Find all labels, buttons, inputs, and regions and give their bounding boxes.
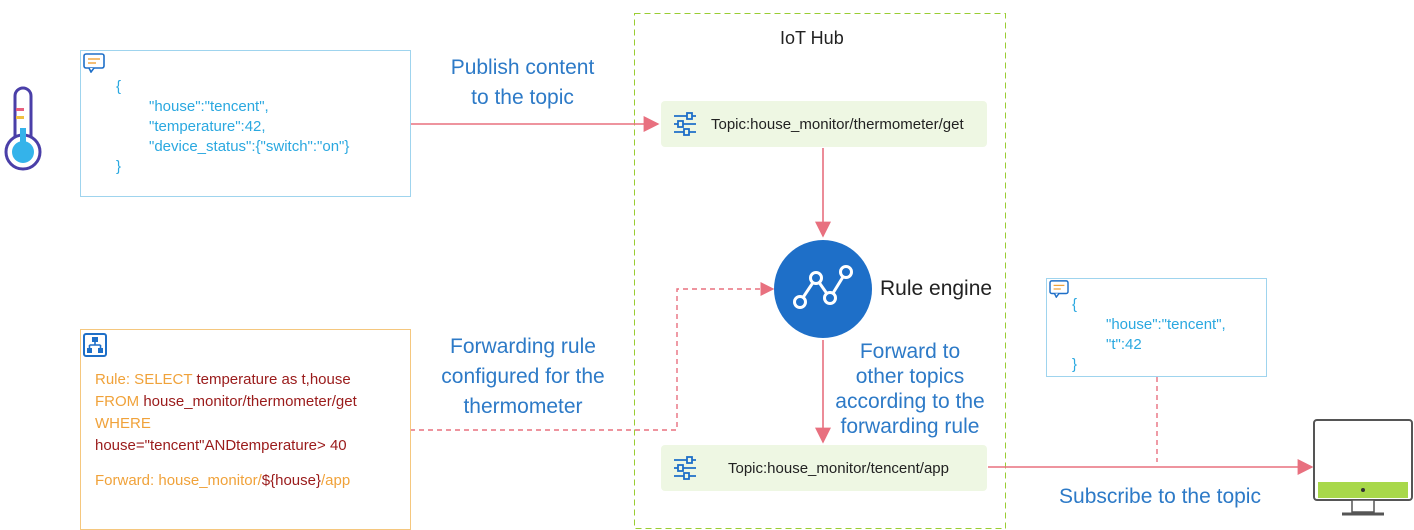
payload-line: "device_status":{"switch":"on"} bbox=[149, 138, 350, 155]
payload-line: } bbox=[116, 158, 122, 175]
topic-get-text: Topic:house_monitor/thermometer/get bbox=[711, 116, 964, 133]
rule-engine-icon bbox=[774, 240, 872, 338]
rule-config-arrow bbox=[410, 282, 775, 431]
rule-line-2: FROM house_monitor/thermometer/get bbox=[95, 391, 357, 413]
device-payload-box: { "house":"tencent", "temperature":42, "… bbox=[80, 50, 411, 197]
rule-value: house_monitor/thermometer/get bbox=[143, 393, 357, 410]
rule-keyword: FROM bbox=[95, 393, 144, 410]
message-icon bbox=[1049, 280, 1069, 298]
payload-line: "house":"tencent", bbox=[149, 98, 269, 115]
rule-value: temperature as t,house bbox=[196, 371, 351, 388]
publish-label: Publish content to the topic bbox=[450, 56, 595, 109]
iot-hub-title: IoT Hub bbox=[780, 28, 844, 48]
message-icon bbox=[83, 53, 105, 73]
subscribe-label: Subscribe to the topic bbox=[1059, 485, 1261, 508]
rule-line-3: WHERE bbox=[95, 415, 151, 432]
rule-line-1: Rule: SELECT temperature as t,house bbox=[95, 369, 351, 391]
topic-app: Topic:house_monitor/tencent/app bbox=[661, 445, 987, 491]
monitor-icon bbox=[1313, 419, 1413, 516]
rule-label: Forwarding rule configured for the therm… bbox=[441, 335, 605, 418]
rule-value: ${house} bbox=[261, 472, 321, 489]
rule-keyword: Forward: house_monitor/ bbox=[95, 472, 262, 489]
hierarchy-icon bbox=[83, 333, 107, 357]
rule-keyword: Rule: SELECT bbox=[95, 371, 197, 388]
rule-keyword: /app bbox=[320, 472, 351, 489]
rule-config-box: Rule: SELECT temperature as t,house FROM… bbox=[80, 329, 411, 530]
rule-line-5: Forward: house_monitor/${house}/app bbox=[95, 470, 350, 492]
topic-get: Topic:house_monitor/thermometer/get bbox=[661, 101, 987, 147]
iot-hub-container bbox=[634, 13, 1006, 529]
payload-line: "temperature":42, bbox=[149, 118, 266, 135]
output-line: "house":"tencent", bbox=[1106, 316, 1226, 333]
payload-line: { bbox=[116, 78, 122, 95]
thermometer-icon bbox=[4, 86, 42, 171]
output-payload-box: { "house":"tencent", "t":42 } bbox=[1046, 278, 1267, 377]
topic-app-text: Topic:house_monitor/tencent/app bbox=[728, 460, 949, 477]
sliders-icon bbox=[674, 456, 696, 480]
sliders-icon bbox=[674, 112, 696, 136]
forward-label: Forward to other topics according to the… bbox=[835, 340, 985, 438]
output-line: "t":42 bbox=[1106, 336, 1142, 353]
output-line: } bbox=[1072, 356, 1078, 373]
output-line: { bbox=[1072, 296, 1078, 313]
rule-engine-label: Rule engine bbox=[880, 277, 993, 300]
rule-line-4: house="tencent"ANDtemperature> 40 bbox=[95, 437, 347, 454]
